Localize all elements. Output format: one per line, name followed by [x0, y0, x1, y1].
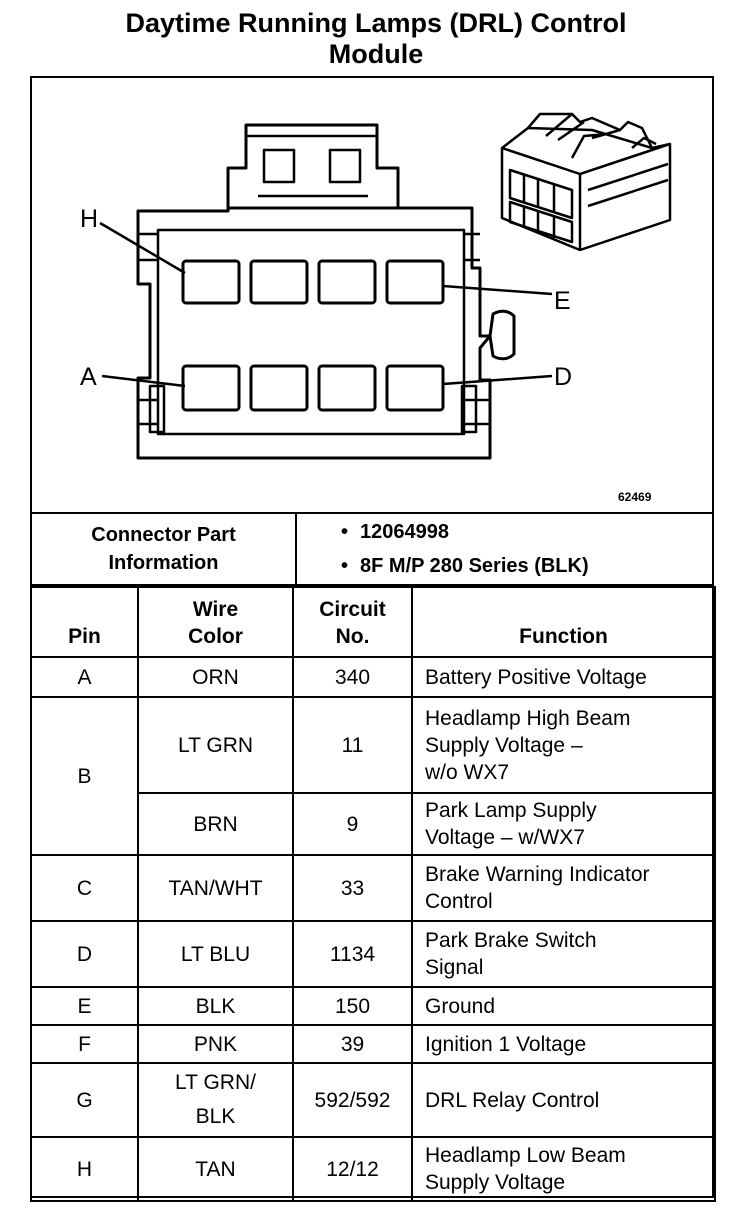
pin-cell: F	[30, 1024, 139, 1064]
table-row: F PNK 39 Ignition 1 Voltage	[30, 1024, 716, 1064]
header-pin: Pin	[30, 586, 139, 658]
connector-info-label: Connector Part Information	[30, 512, 297, 586]
series-line: • 8F M/P 280 Series (BLK)	[341, 549, 712, 583]
function-cell: DRL Relay Control	[411, 1062, 716, 1138]
cavity-a	[181, 364, 241, 412]
cavity-g	[249, 259, 309, 305]
connector-info-label-line-2: Information	[108, 552, 219, 574]
wire-color-cell: LT GRN	[137, 696, 294, 794]
wire-color-cell: BLK	[137, 986, 294, 1026]
wire-color-cell: ORN	[137, 656, 294, 698]
cavity-h	[181, 259, 241, 305]
pin-cell: B	[30, 696, 139, 856]
callout-d: D	[554, 363, 572, 391]
terminal-cavities	[181, 259, 445, 412]
connector-diagram: H E A D	[80, 112, 672, 460]
pin-cell: C	[30, 854, 139, 922]
function-cell: Headlamp High Beam Supply Voltage – w/o …	[411, 696, 716, 794]
header-circuit-no: Circuit No.	[292, 586, 413, 658]
function-cell: Headlamp Low Beam Supply Voltage	[411, 1136, 716, 1202]
circuit-cell: 340	[292, 656, 413, 698]
callout-leaders	[99, 221, 553, 388]
pin-cell: E	[30, 986, 139, 1026]
pin-table-header: Pin Wire Color Circuit No. Function	[30, 586, 716, 658]
table-row: A ORN 340 Battery Positive Voltage	[30, 656, 716, 698]
connector-info-values: • 12064998 • 8F M/P 280 Series (BLK)	[295, 512, 714, 586]
callout-h: H	[80, 205, 98, 233]
table-row: H TAN 12/12 Headlamp Low Beam Supply Vol…	[30, 1136, 716, 1202]
title-line-1: Daytime Running Lamps (DRL) Control	[125, 8, 627, 38]
connector-isometric-drawing	[500, 112, 672, 252]
pin-table: Pin Wire Color Circuit No. Function A OR…	[30, 586, 716, 1202]
pin-cell: G	[30, 1062, 139, 1138]
wire-color-cell: BRN	[137, 792, 294, 856]
connector-info-label-line-1: Connector Part	[91, 524, 236, 546]
part-number: 12064998	[360, 521, 449, 543]
circuit-cell: 12/12	[292, 1136, 413, 1202]
function-cell: Park Lamp Supply Voltage – w/WX7	[411, 792, 716, 856]
callout-a: A	[80, 363, 97, 391]
pin-cell: D	[30, 920, 139, 988]
pin-cell: H	[30, 1136, 139, 1202]
connector-info-row: Connector Part Information • 12064998 • 8F…	[30, 512, 714, 586]
table-row: BRN 9 Park Lamp Supply Voltage – w/WX7	[31, 792, 716, 856]
circuit-cell: 1134	[292, 920, 413, 988]
bullet: •	[341, 521, 349, 543]
cavity-c	[317, 364, 377, 412]
wire-color-cell: TAN/WHT	[137, 854, 294, 922]
header-function: Function	[411, 586, 716, 658]
circuit-cell: 592/592	[292, 1062, 413, 1138]
table-row: E BLK 150 Ground	[30, 986, 716, 1026]
table-row: B LT GRN 11 Headlamp High Beam Supply Vo…	[30, 696, 716, 856]
wire-color-cell: PNK	[137, 1024, 294, 1064]
cavity-e	[385, 259, 445, 305]
circuit-cell: 150	[292, 986, 413, 1026]
wire-color-cell: TAN	[137, 1136, 294, 1202]
function-cell: Ignition 1 Voltage	[411, 1024, 716, 1064]
function-cell: Ground	[411, 986, 716, 1026]
part-number-line: • 12064998	[341, 515, 712, 549]
wire-color-cell: LT GRN/ BLK	[137, 1062, 294, 1138]
bullet: •	[341, 555, 349, 577]
circuit-cell: 11	[292, 696, 413, 794]
connector-face-drawing	[136, 123, 516, 460]
function-cell: Brake Warning Indicator Control	[411, 854, 716, 922]
cavity-d	[385, 364, 445, 412]
connector-info-table: Connector Part Information • 12064998 • 8F…	[30, 512, 714, 586]
cavity-b	[249, 364, 309, 412]
circuit-cell: 9	[292, 792, 413, 856]
figure-number: 62469	[618, 490, 652, 504]
function-cell: Park Brake Switch Signal	[411, 920, 716, 988]
header-wire-color: Wire Color	[137, 586, 294, 658]
circuit-cell: 39	[292, 1024, 413, 1064]
page-title: Daytime Running Lamps (DRL) Control Modu…	[0, 8, 752, 70]
wire-color-cell: LT BLU	[137, 920, 294, 988]
circuit-cell: 33	[292, 854, 413, 922]
table-row: G LT GRN/ BLK 592/592 DRL Relay Control	[30, 1062, 716, 1138]
table-row: C TAN/WHT 33 Brake Warning Indicator Con…	[30, 854, 716, 922]
pin-cell: A	[30, 656, 139, 698]
table-row: D LT BLU 1134 Park Brake Switch Signal	[30, 920, 716, 988]
title-line-2: Module	[328, 39, 424, 69]
function-cell: Battery Positive Voltage	[411, 656, 716, 698]
cavity-f	[317, 259, 377, 305]
connector-series: 8F M/P 280 Series (BLK)	[360, 555, 589, 577]
callout-e: E	[554, 287, 571, 315]
